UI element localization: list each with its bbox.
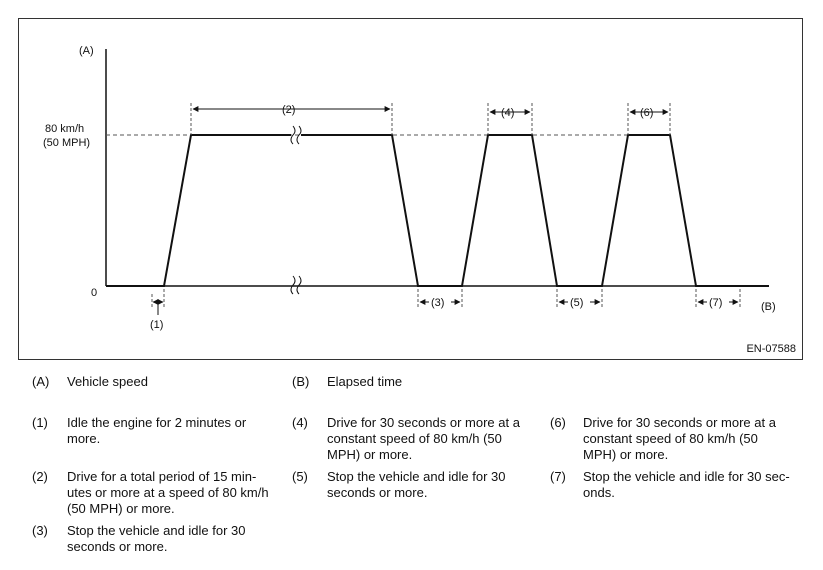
legend-item-5-line: seconds or more. <box>327 485 428 500</box>
legend-item-2-line: Drive for a total period of 15 min- <box>67 469 257 484</box>
legend-item-7-line: Stop the vehicle and idle for 30 sec- <box>583 469 790 484</box>
legend-item-7-line: onds. <box>583 485 615 500</box>
legend-a-text: Vehicle speed <box>67 374 148 389</box>
drive-cycle-figure: (A) (B) 80 km/h (50 MPH) 0 (2) (4) (6) <box>18 18 803 360</box>
break-symbol-top <box>290 125 302 145</box>
legend-item-5: (5) Stop the vehicle and idle for 30 sec… <box>292 469 542 503</box>
step-3-label: (3) <box>431 297 444 309</box>
legend-item-6: (6) Drive for 30 seconds or more at a co… <box>550 415 800 465</box>
legend-item-3: (3) Stop the vehicle and idle for 30 sec… <box>32 523 282 557</box>
legend-item-5-line: Stop the vehicle and idle for 30 <box>327 469 506 484</box>
legend-item-4-num: (4) <box>292 415 308 430</box>
legend-b-num: (B) <box>292 374 310 389</box>
legend-item-3-line: Stop the vehicle and idle for 30 <box>67 523 246 538</box>
legend-item-3-num: (3) <box>32 523 48 538</box>
step-2-label: (2) <box>282 104 295 116</box>
legend-item-2: (2) Drive for a total period of 15 min- … <box>32 469 282 519</box>
legend-item-4: (4) Drive for 30 seconds or more at a co… <box>292 415 542 465</box>
legend-item-4-line: Drive for 30 seconds or more at a <box>327 415 520 430</box>
legend-item-6-line: MPH) or more. <box>583 447 669 462</box>
step-6-label: (6) <box>640 107 653 119</box>
axis-a-label: (A) <box>79 45 94 57</box>
legend-item-6-line: Drive for 30 seconds or more at a <box>583 415 776 430</box>
legend-item-3-line: seconds or more. <box>67 539 168 554</box>
legend-item-2-line: (50 MPH) or more. <box>67 501 175 516</box>
legend-item-4-line: MPH) or more. <box>327 447 413 462</box>
speed-profile-path <box>106 134 769 287</box>
legend-item-2-line: utes or more at a speed of 80 km/h <box>67 485 269 500</box>
axis-b-label: (B) <box>761 301 776 313</box>
step-5-label: (5) <box>570 297 583 309</box>
legend-a: (A) Vehicle speed <box>32 374 272 392</box>
legend-item-7-num: (7) <box>550 469 566 484</box>
step-1-label: (1) <box>150 319 163 331</box>
step-7-label: (7) <box>709 297 722 309</box>
legend-b: (B) Elapsed time <box>292 374 532 392</box>
legend-item-1-line: Idle the engine for 2 minutes or <box>67 415 247 430</box>
legend-item-4-line: constant speed of 80 km/h (50 <box>327 431 502 446</box>
legend-a-num: (A) <box>32 374 50 389</box>
break-symbol-bottom <box>290 275 302 295</box>
legend-item-5-num: (5) <box>292 469 308 484</box>
legend-item-6-num: (6) <box>550 415 566 430</box>
legend-item-6-line: constant speed of 80 km/h (50 <box>583 431 758 446</box>
legend-item-2-num: (2) <box>32 469 48 484</box>
legend-b-text: Elapsed time <box>327 374 403 389</box>
zero-label: 0 <box>91 287 97 299</box>
step-4-label: (4) <box>501 107 514 119</box>
legend-item-7: (7) Stop the vehicle and idle for 30 sec… <box>550 469 805 503</box>
drive-cycle-diagram: (A) (B) 80 km/h (50 MPH) 0 (2) (4) (6) <box>43 45 776 331</box>
speed-label-line2: (50 MPH) <box>43 137 90 149</box>
speed-label-line1: 80 km/h <box>45 123 84 135</box>
legend-item-1-num: (1) <box>32 415 48 430</box>
legend-item-1-line: more. <box>67 431 101 446</box>
figure-code: EN-07588 <box>746 343 796 355</box>
legend-item-1: (1) Idle the engine for 2 minutes or mor… <box>32 415 282 449</box>
